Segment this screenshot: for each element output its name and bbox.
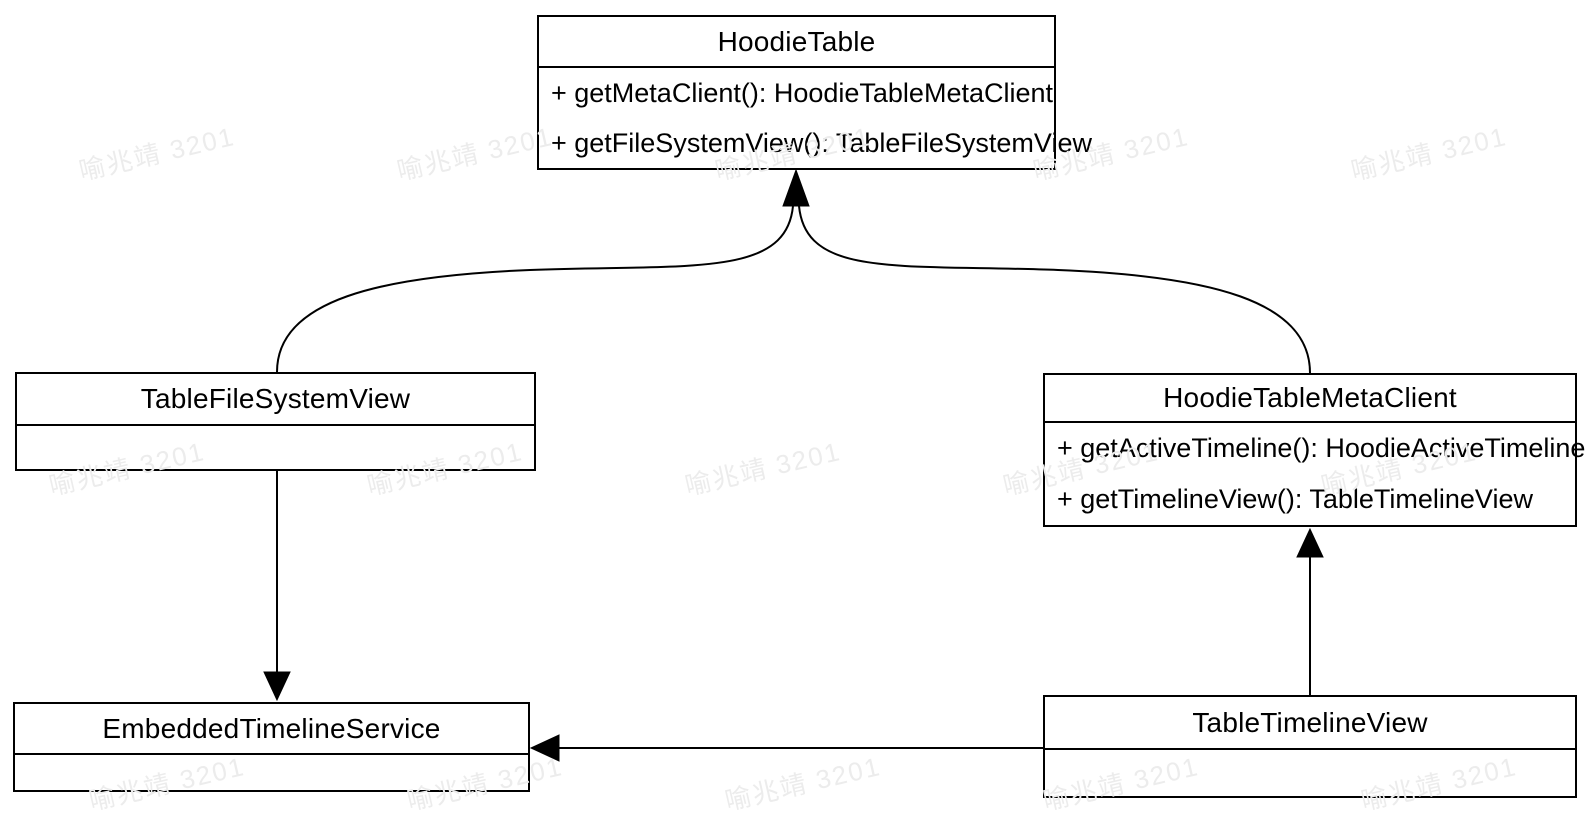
class-title-hoodietablemetaclient: HoodieTableMetaClient: [1045, 375, 1575, 423]
arrowhead-into-embeddedtimelineservice-top-icon: [263, 671, 291, 702]
arrowhead-into-embeddedtimelineservice-right-icon: [529, 734, 560, 762]
edge-hoodietablemetaclient-to-hoodietable: [798, 205, 1311, 374]
method-signature: + getMetaClient(): HoodieTableMetaClient: [551, 78, 1054, 108]
class-title-tablefilesystemview: TableFileSystemView: [17, 374, 534, 426]
arrowhead-into-hoodietablemetaclient-bottom-icon: [1296, 527, 1324, 558]
method-signature: + getActiveTimeline(): HoodieActiveTimel…: [1057, 433, 1586, 463]
class-box-tabletimelineview: TableTimelineView: [1043, 695, 1577, 798]
class-methods-hoodietable: + getMetaClient(): HoodieTableMetaClient…: [539, 68, 1092, 168]
class-box-tablefilesystemview: TableFileSystemView: [15, 372, 536, 471]
method-signature: + getTimelineView(): TableTimelineView: [1057, 484, 1533, 514]
class-methods-hoodietablemetaclient: + getActiveTimeline(): HoodieActiveTimel…: [1045, 423, 1586, 525]
edge-tablefilesystemview-to-hoodietable: [276, 205, 794, 373]
class-title-tabletimelineview: TableTimelineView: [1045, 697, 1575, 750]
method-signature: + getFileSystemView(): TableFileSystemVi…: [551, 128, 1092, 158]
class-box-hoodietable: HoodieTable + getMetaClient(): HoodieTab…: [537, 15, 1092, 170]
class-box-embeddedtimelineservice: EmbeddedTimelineService: [13, 702, 530, 792]
class-box-hoodietablemetaclient: HoodieTableMetaClient + getActiveTimelin…: [1043, 373, 1586, 527]
class-title-hoodietable: HoodieTable: [539, 17, 1054, 68]
arrowhead-into-hoodietable-icon: [782, 168, 810, 207]
class-title-embeddedtimelineservice: EmbeddedTimelineService: [15, 704, 528, 755]
